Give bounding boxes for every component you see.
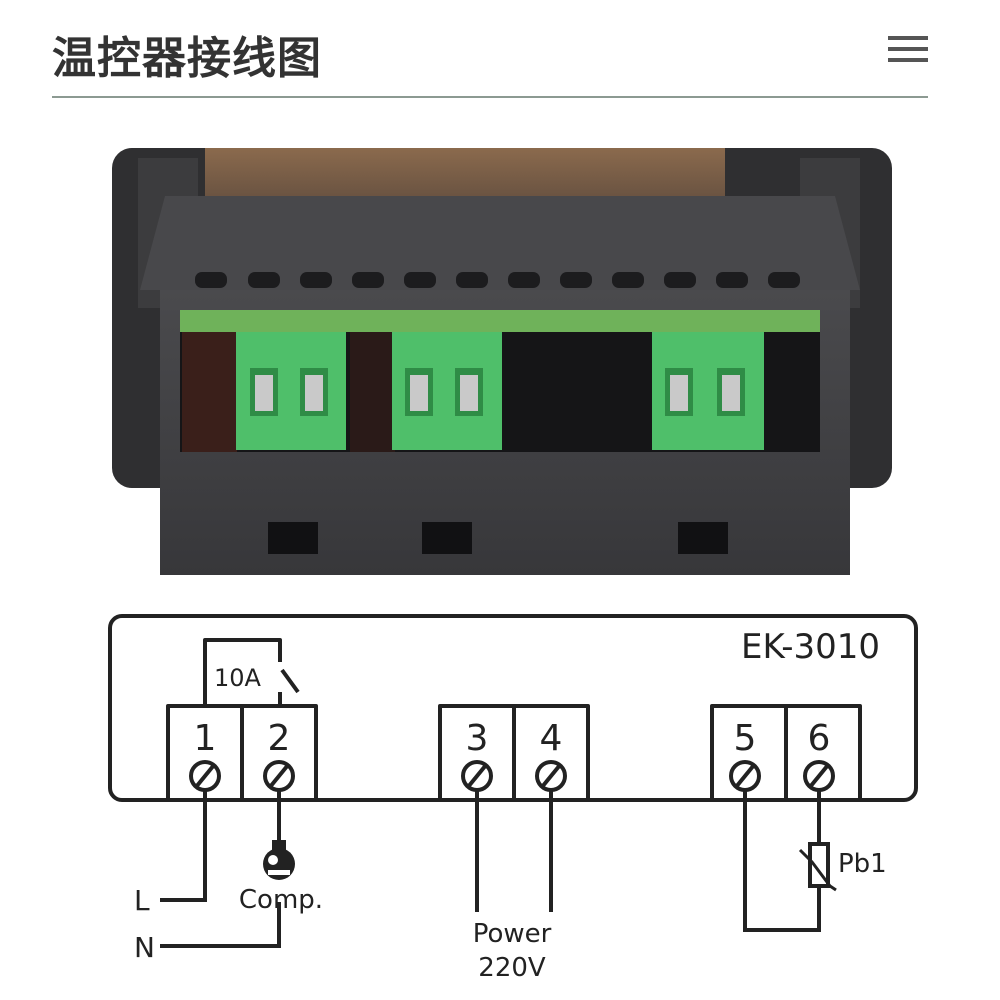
terminal-3-box xyxy=(438,704,516,802)
terminal-block-3-4 xyxy=(392,332,502,450)
terminal-2-number: 2 xyxy=(268,718,291,759)
external-wires xyxy=(160,790,821,948)
middle-component xyxy=(350,332,395,452)
pcb-edge xyxy=(180,310,820,332)
relay-rating-label: 10A xyxy=(214,664,262,692)
compressor-icon xyxy=(263,830,295,880)
probe-thermistor-icon xyxy=(798,842,837,892)
power-label: Power xyxy=(473,919,552,949)
line-label: L xyxy=(134,884,150,917)
hamburger-menu-icon[interactable] xyxy=(888,36,928,62)
terminal-5-number: 5 xyxy=(734,718,757,759)
thermostat-rear-photo xyxy=(112,148,892,575)
terminal-6-number: 6 xyxy=(808,718,831,759)
terminal-3-number: 3 xyxy=(466,718,489,759)
probe-label: Pb1 xyxy=(838,849,887,879)
terminal-6-box xyxy=(784,704,862,802)
left-component xyxy=(182,332,237,452)
voltage-label: 220V xyxy=(478,953,546,983)
terminal-block-1-2 xyxy=(236,332,346,450)
top-band xyxy=(205,148,725,196)
page-title: 温控器接线图 xyxy=(52,33,322,84)
terminal-1-number: 1 xyxy=(194,718,217,759)
neutral-label: N xyxy=(134,931,155,964)
page-header: 温控器接线图 xyxy=(52,0,928,98)
housing-top xyxy=(140,196,860,290)
bottom-slots xyxy=(268,522,728,554)
terminal-4-number: 4 xyxy=(540,718,563,759)
relay-contact xyxy=(280,668,300,694)
terminal-block-5-6 xyxy=(652,332,764,450)
model-label: EK-3010 xyxy=(741,627,880,667)
vent-slots xyxy=(195,272,800,288)
wiring-diagram: EK-3010 10A 1 2 3 4 5 6 L N Comp. Power … xyxy=(108,614,918,983)
compressor-label: Comp. xyxy=(239,885,323,915)
relay-wire xyxy=(203,638,282,706)
